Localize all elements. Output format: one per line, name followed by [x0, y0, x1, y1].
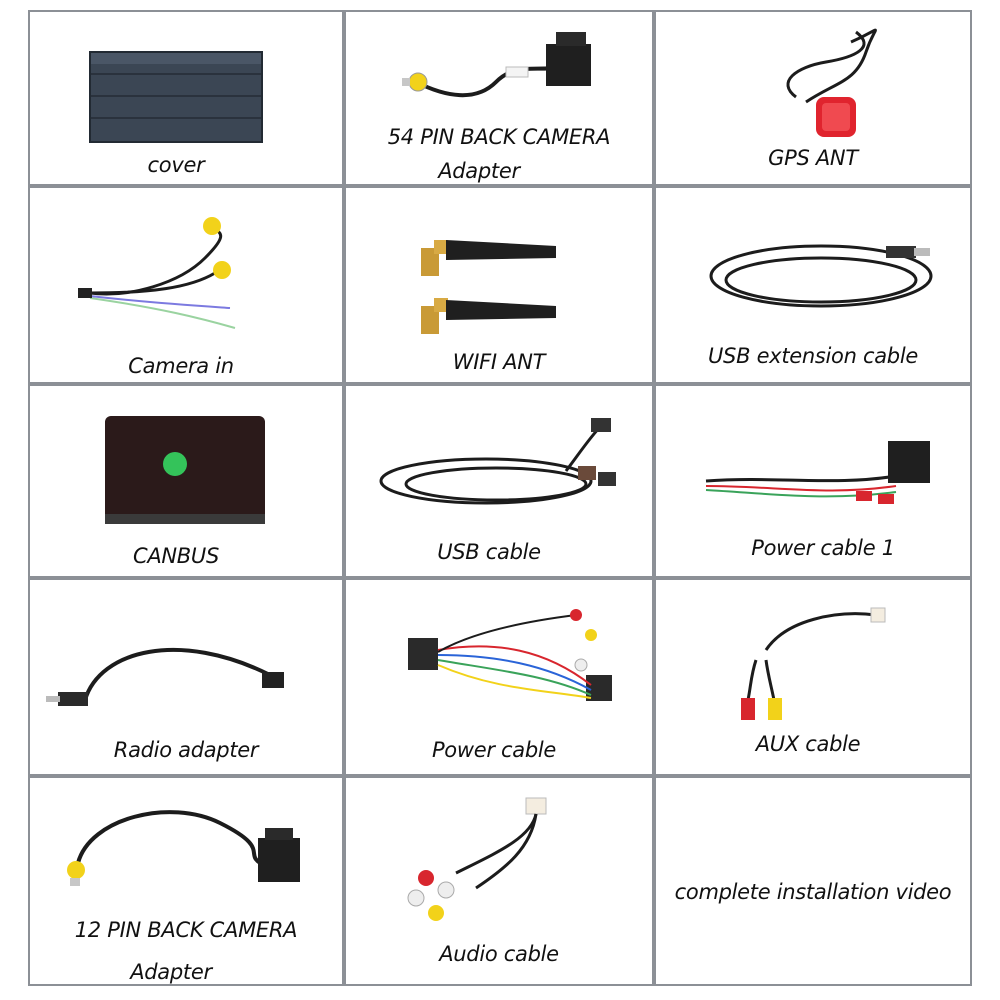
power-cable-label: Power cable	[431, 738, 557, 762]
wifi-ant-label: WIFI ANT	[452, 350, 546, 374]
cell-camera-in: Camera in	[30, 188, 342, 382]
12pin-adapter-label: 12 PIN BACK CAMERA Adapter	[74, 918, 298, 984]
cell-audio-cable: Audio cable	[346, 778, 652, 984]
usb-cable-image	[379, 418, 616, 505]
cell-installation-video: complete installation video	[656, 778, 970, 984]
usb-cable-label: USB cable	[437, 540, 541, 564]
cell-cover: cover	[30, 12, 342, 184]
cell-canbus: CANBUS	[30, 386, 342, 576]
canbus-box-image	[105, 416, 265, 524]
gps-antenna-image	[786, 28, 877, 137]
cover-label: cover	[147, 153, 205, 177]
camera-in-image	[78, 217, 236, 329]
54pin-adapter-image	[402, 32, 591, 98]
cell-54pin-adapter: 54 PIN BACK CAMERA Adapter	[346, 12, 652, 184]
radio-adapter-image	[46, 647, 284, 706]
accessory-grid: cover 54 PIN BACK CAMERA Adapter GPS ANT	[28, 10, 972, 986]
54pin-adapter-label: 54 PIN BACK CAMERA Adapter	[387, 125, 611, 183]
gps-ant-label: GPS ANT	[768, 146, 858, 170]
audio-cable-label: Audio cable	[439, 942, 559, 966]
aux-cable-label: AUX cable	[755, 732, 861, 756]
installation-video-label: complete installation video	[674, 880, 952, 904]
cell-gps-ant: GPS ANT	[656, 12, 970, 184]
cell-power-cable-1: Power cable 1	[656, 386, 970, 576]
cell-wifi-ant: WIFI ANT	[346, 188, 652, 382]
canbus-label: CANBUS	[132, 544, 220, 568]
cell-aux-cable: AUX cable	[656, 580, 970, 774]
aux-cable-image	[741, 607, 886, 720]
wifi-antenna-image	[421, 240, 556, 334]
cover-image	[89, 51, 263, 143]
cell-12pin-adapter: 12 PIN BACK CAMERA Adapter	[30, 778, 342, 984]
camera-in-label: Camera in	[128, 354, 234, 378]
radio-adapter-label: Radio adapter	[113, 738, 259, 762]
12pin-adapter-image	[67, 810, 300, 886]
cell-usb-cable: USB cable	[346, 386, 652, 576]
cell-radio-adapter: Radio adapter	[30, 580, 342, 774]
power-cable-image	[408, 609, 612, 701]
cell-power-cable: Power cable	[346, 580, 652, 774]
usb-extension-image	[709, 244, 933, 308]
cell-usb-extension: USB extension cable	[656, 188, 970, 382]
usb-extension-label: USB extension cable	[707, 344, 918, 368]
audio-cable-image	[407, 797, 547, 921]
power-cable-1-image	[705, 441, 930, 504]
power-cable-1-label: Power cable 1	[751, 536, 895, 560]
